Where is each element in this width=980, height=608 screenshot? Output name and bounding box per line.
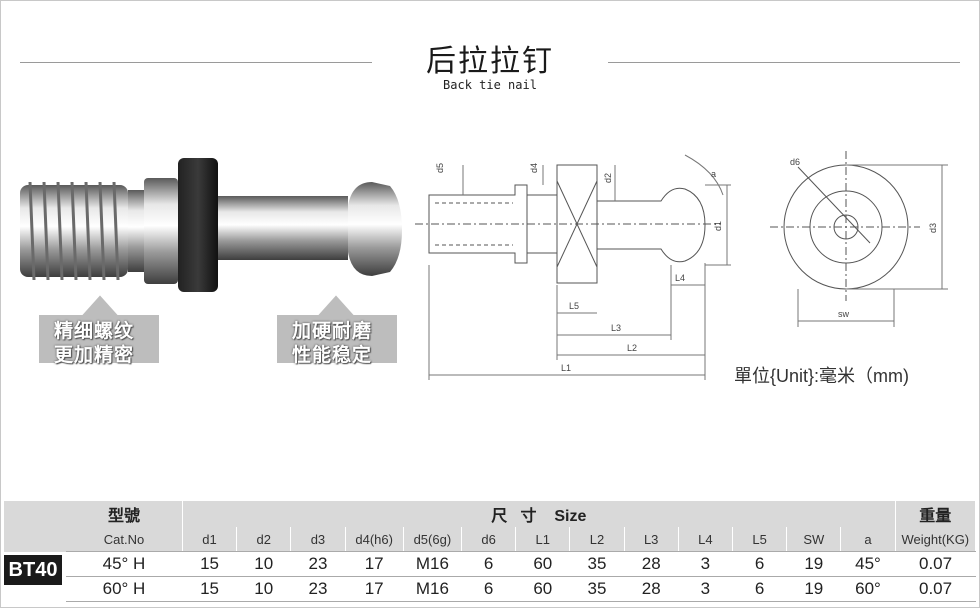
cell: 10: [236, 576, 292, 602]
cell: 17: [345, 551, 404, 577]
spec-table: 型號 尺 寸 Size 重量 Cat.No d1 d2 d3 d4(h6) d5…: [66, 501, 977, 602]
dim-d5: d5: [435, 163, 445, 173]
col-header: L5: [732, 527, 788, 552]
table-row: 45° H 15 10 23 17 M16 6 60 35 28 3 6 19 …: [66, 551, 976, 577]
dim-d2: d2: [603, 173, 613, 183]
callout-right: 加硬耐磨 性能稳定: [276, 304, 388, 372]
title-rule-left: [20, 62, 372, 63]
callout-left-line1: 精细螺纹: [53, 321, 134, 342]
cell: M16: [403, 576, 462, 602]
col-header: L2: [569, 527, 625, 552]
callout-right-line1: 加硬耐磨: [291, 321, 372, 342]
col-header: SW: [786, 527, 842, 552]
col-header: L4: [678, 527, 734, 552]
cell: 3: [678, 551, 734, 577]
cell: 6: [732, 576, 788, 602]
table-left-stub: [4, 501, 66, 552]
cell: 15: [182, 576, 238, 602]
cell: 3: [678, 576, 734, 602]
cell: 60° H: [66, 576, 183, 602]
cell: 60: [515, 551, 571, 577]
col-header: a: [840, 527, 896, 552]
cell: 45°: [840, 551, 896, 577]
model-tag: BT40: [4, 555, 62, 585]
col-header: d1: [182, 527, 238, 552]
col-header: d5(6g): [403, 527, 462, 552]
cell: 35: [569, 551, 625, 577]
cell: 60: [515, 576, 571, 602]
col-header: d4(h6): [345, 527, 404, 552]
callout-right-line2: 性能稳定: [291, 345, 372, 366]
cell: 23: [290, 551, 346, 577]
page-title: 后拉拉钉: [426, 44, 554, 79]
col-header: d6: [461, 527, 517, 552]
table-group-header-row: 型號 尺 寸 Size 重量: [66, 501, 977, 527]
dim-d1: d1: [713, 221, 723, 231]
cell: 6: [461, 551, 517, 577]
front-view-drawing: d6 d3 sw: [770, 151, 948, 327]
spec-table-area: BT40 型號 尺 寸 Size 重量 Cat.No d1 d2 d3 d4(h…: [4, 501, 977, 604]
table-row: 60° H 15 10 23 17 M16 6 60 35 28 3 6 19 …: [66, 576, 976, 602]
cell: 17: [345, 576, 404, 602]
cell: 28: [624, 576, 679, 602]
col-header: d3: [290, 527, 346, 552]
callout-left-line2: 更加精密: [53, 345, 134, 366]
cell: 10: [236, 551, 292, 577]
dim-L5: L5: [569, 301, 579, 311]
callout-shape-right: [275, 292, 399, 365]
cell: 0.07: [895, 551, 976, 577]
cell: 6: [732, 551, 788, 577]
cell: 19: [786, 576, 842, 602]
cell: M16: [403, 551, 462, 577]
side-view-drawing: d5 d4 d2 a d1 L4 L5 L3 L2 L1: [415, 154, 731, 380]
pull-stud-photo: [20, 158, 402, 292]
dim-d4: d4: [529, 163, 539, 173]
cell: 45° H: [66, 551, 183, 577]
cell: 19: [786, 551, 842, 577]
cell: 15: [182, 551, 238, 577]
cell: 28: [624, 551, 679, 577]
header-weight: 重量: [895, 501, 977, 527]
dim-sw: sw: [838, 309, 850, 319]
table-column-header-row: Cat.No d1 d2 d3 d4(h6) d5(6g) d6 L1 L2 L…: [66, 527, 977, 552]
header-size: 尺 寸 Size: [182, 501, 896, 527]
page-subtitle: Back tie nail: [443, 78, 537, 92]
header-model: 型號: [66, 501, 183, 527]
col-header: Cat.No: [66, 527, 183, 552]
col-header: Weight(KG): [895, 527, 977, 552]
dim-L4: L4: [675, 273, 685, 283]
dim-L3: L3: [611, 323, 621, 333]
dim-L1: L1: [561, 363, 571, 373]
dim-L2: L2: [627, 343, 637, 353]
col-header: L3: [624, 527, 679, 552]
dim-a: a: [711, 169, 716, 179]
callout-left: 精细螺纹 更加精密: [38, 304, 150, 372]
cell: 60°: [840, 576, 896, 602]
title-rule-right: [608, 62, 960, 63]
cell: 23: [290, 576, 346, 602]
col-header: L1: [515, 527, 571, 552]
callout-shape-left: [37, 292, 161, 365]
cell: 0.07: [895, 576, 976, 602]
dim-d3: d3: [928, 223, 938, 233]
unit-note: 單位{Unit}:毫米（mm): [734, 366, 910, 386]
cell: 35: [569, 576, 625, 602]
dim-d6: d6: [790, 157, 800, 167]
cell: 6: [461, 576, 517, 602]
col-header: d2: [236, 527, 292, 552]
